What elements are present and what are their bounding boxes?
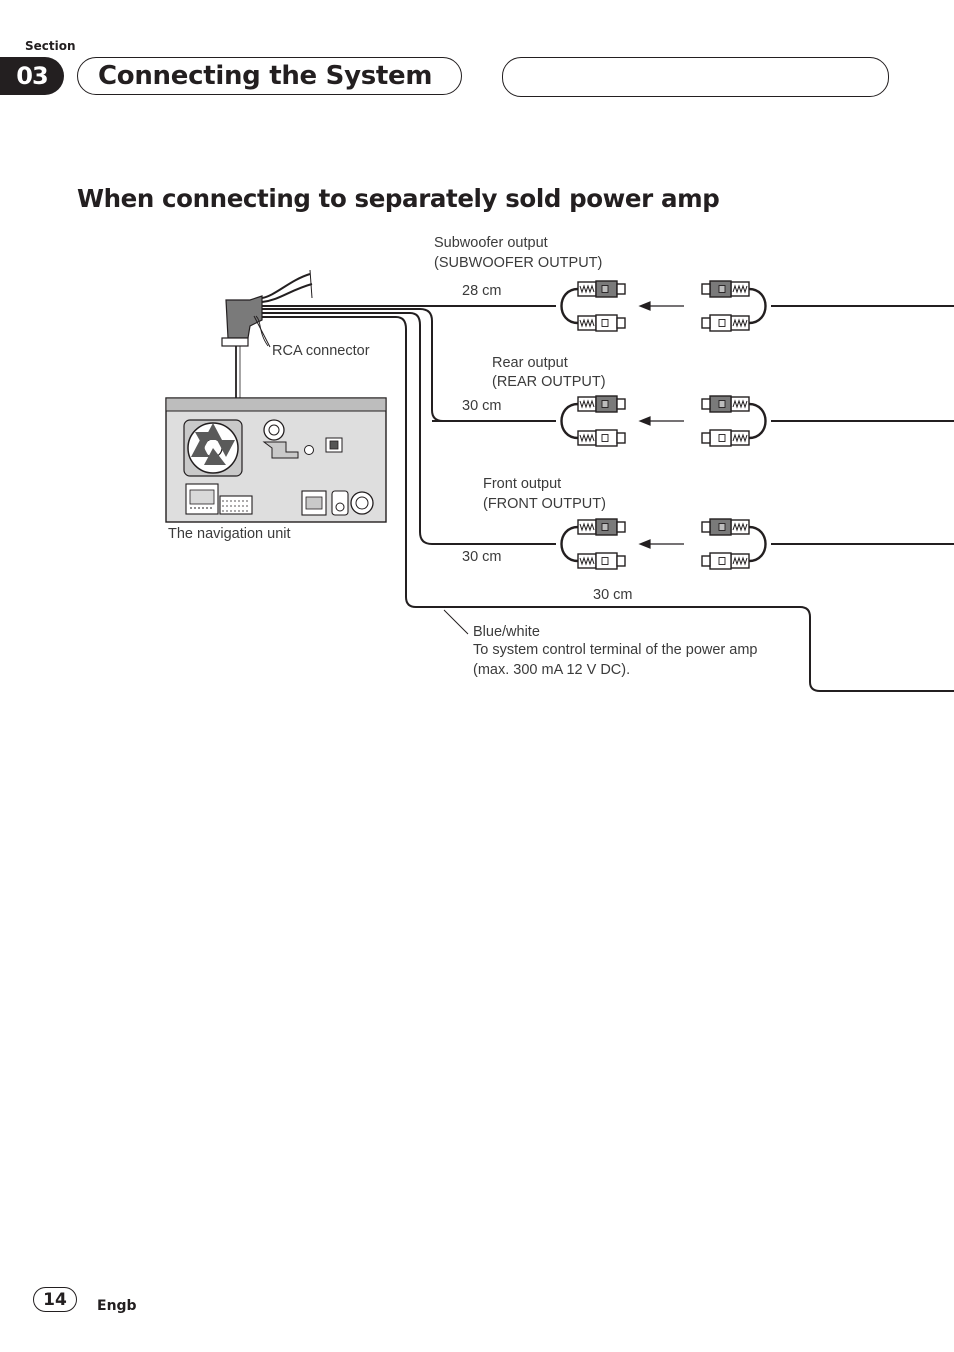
- chapter-title: Connecting the System: [98, 61, 433, 91]
- remote-cable-length: 30 cm: [593, 587, 633, 603]
- language-code: Engb: [97, 1298, 137, 1314]
- subsection-title-frame: [502, 57, 889, 97]
- remote-wire-rating: (max. 300 mA 12 V DC).: [473, 662, 631, 678]
- subwoofer-output-plugs: [432, 281, 625, 331]
- subwoofer-output-code: (SUBWOOFER OUTPUT): [434, 255, 603, 271]
- page-heading: When connecting to separately sold power…: [77, 184, 720, 213]
- blue-white-wire-label: Blue/white: [473, 624, 540, 640]
- remote-wire-description: To system control terminal of the power …: [473, 642, 758, 658]
- navigation-unit-label: The navigation unit: [168, 526, 291, 542]
- front-output-code: (FRONT OUTPUT): [483, 496, 606, 512]
- front-output-plugs: [432, 519, 625, 569]
- rear-output-code: (REAR OUTPUT): [492, 374, 606, 390]
- navigation-unit-panel: [165, 397, 387, 523]
- power-amp-subwoofer-plugs: [702, 281, 954, 331]
- front-cable-length: 30 cm: [462, 549, 502, 565]
- rca-leader-line: [253, 315, 271, 348]
- subwoofer-cable-length: 28 cm: [462, 283, 502, 299]
- rear-output-plugs: [432, 396, 625, 446]
- front-output-title: Front output: [483, 476, 562, 492]
- page-number: 14: [33, 1287, 77, 1312]
- rca-connector-label: RCA connector: [272, 343, 370, 359]
- rear-output-title: Rear output: [492, 355, 568, 371]
- connection-arrows: [638, 301, 684, 549]
- section-number-badge: 03: [0, 57, 64, 95]
- rear-cable-length: 30 cm: [462, 398, 502, 414]
- power-amp-front-plugs: [702, 519, 954, 569]
- subwoofer-output-title: Subwoofer output: [434, 235, 548, 251]
- power-amp-rear-plugs: [702, 396, 954, 446]
- blue-white-leader-line: [443, 609, 469, 635]
- section-label: Section: [25, 39, 76, 53]
- chapter-title-frame: [77, 57, 462, 95]
